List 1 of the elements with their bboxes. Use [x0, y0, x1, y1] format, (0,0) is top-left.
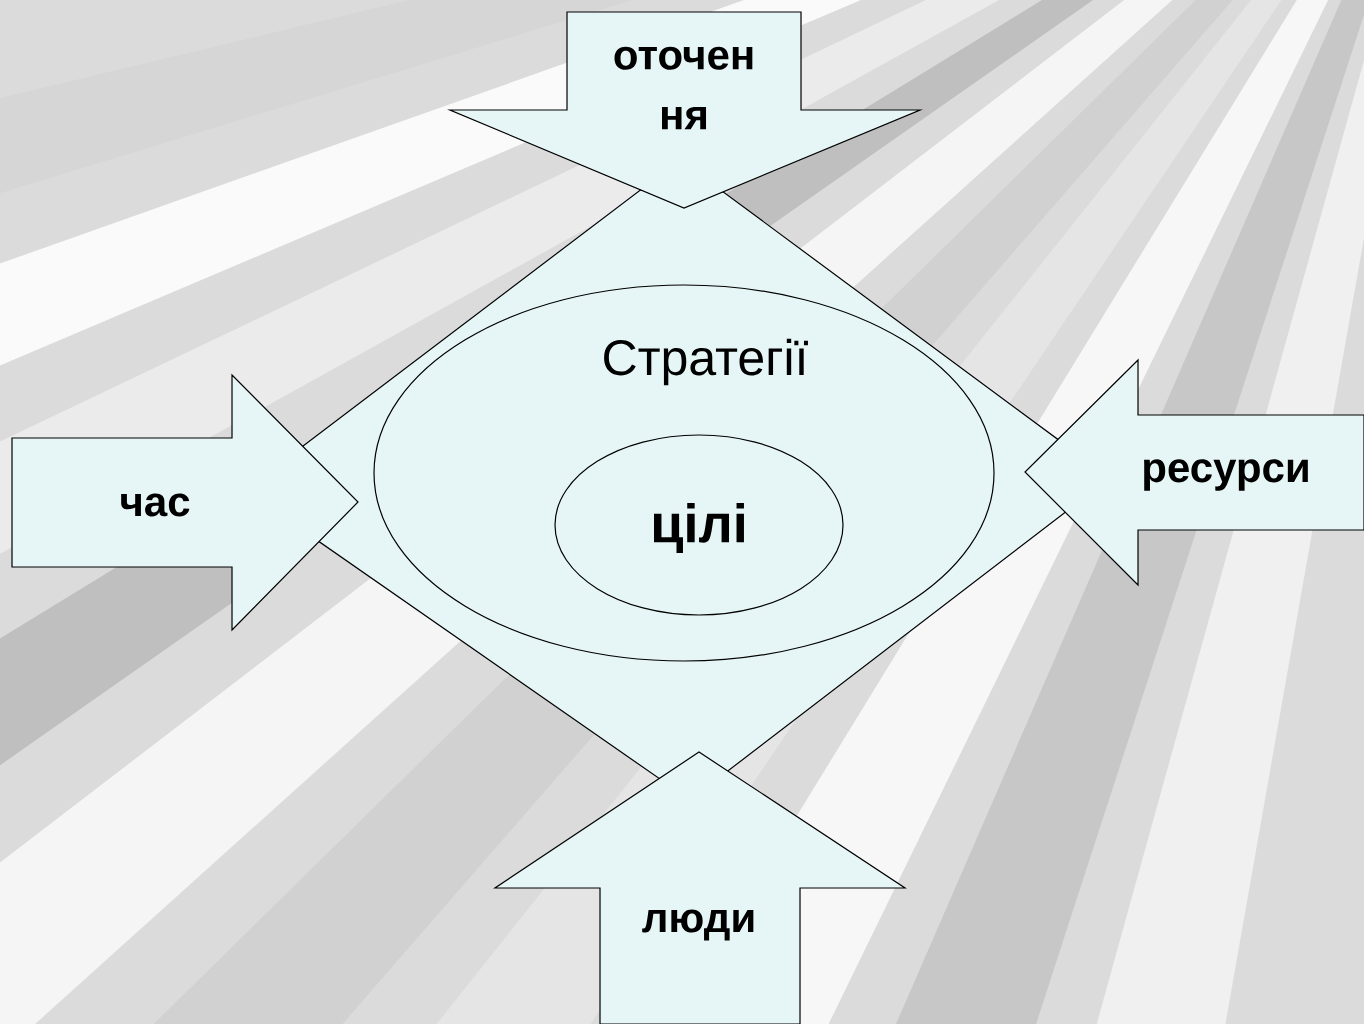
node-label: ресурси: [1144, 459, 1308, 491]
